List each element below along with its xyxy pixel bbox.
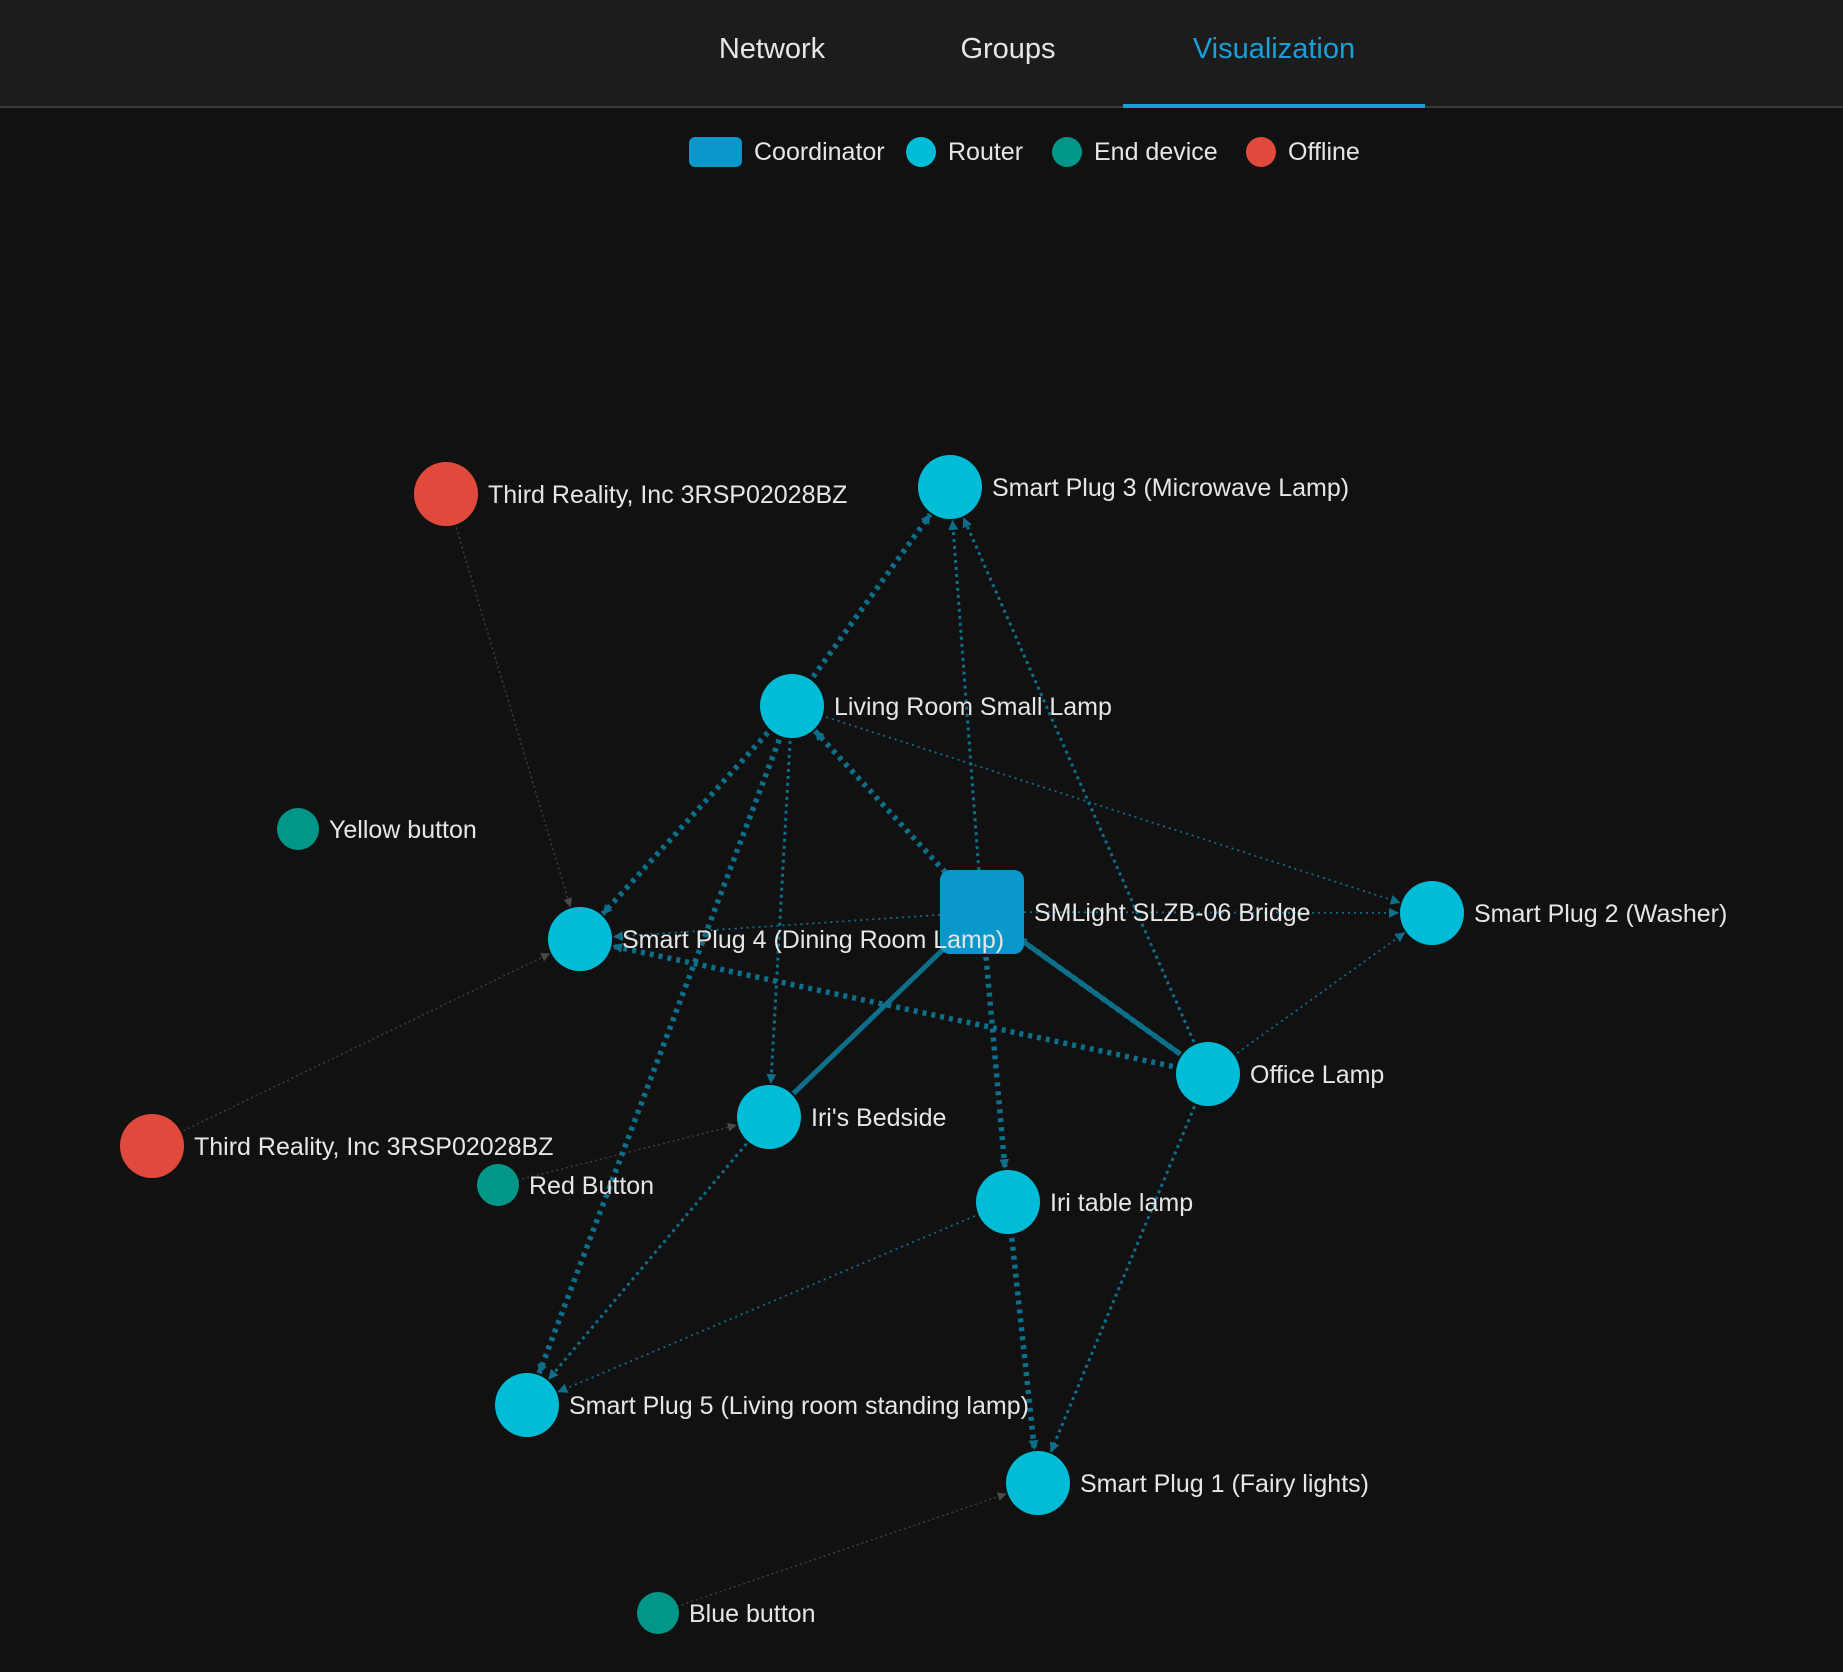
node-sp5[interactable]: Smart Plug 5 (Living room standing lamp) — [495, 1373, 1029, 1437]
link-bridge-to-sp3 — [948, 519, 984, 913]
graph-legend: Coordinator Router End device Offline — [0, 132, 1843, 172]
node-label: Red Button — [529, 1172, 654, 1200]
link-tr2-to-sp4 — [151, 953, 551, 1147]
tab-groups[interactable]: Groups — [960, 33, 1056, 65]
link-lrsl-to-ib — [766, 705, 794, 1085]
link-lrsl-to-sp2 — [791, 705, 1401, 905]
top-nav-bar: Network Groups Visualization — [0, 0, 1843, 108]
link-ol-to-sp1 — [1049, 1073, 1210, 1453]
router-node-icon[interactable] — [737, 1085, 801, 1149]
router-node-icon[interactable] — [1176, 1042, 1240, 1106]
node-tr1[interactable]: Third Reality, Inc 3RSP02028BZ — [414, 462, 847, 526]
router-node-icon[interactable] — [918, 455, 982, 519]
link-ol-to-bridge — [1016, 935, 1210, 1077]
node-sp3[interactable]: Smart Plug 3 (Microwave Lamp) — [918, 455, 1349, 519]
node-label: Smart Plug 3 (Microwave Lamp) — [992, 474, 1349, 502]
node-rb[interactable]: Red Button — [477, 1164, 654, 1206]
router-swatch-icon — [906, 137, 936, 167]
link-itl-to-sp5 — [557, 1201, 1009, 1393]
router-node-icon[interactable] — [548, 907, 612, 971]
router-node-icon[interactable] — [976, 1170, 1040, 1234]
end-device-swatch-icon — [1052, 137, 1082, 167]
link-bridge-to-itl — [979, 911, 1010, 1170]
node-label: Iri table lamp — [1050, 1189, 1193, 1217]
node-label: Yellow button — [329, 816, 477, 844]
node-bridge[interactable]: SMLight SLZB-06 Bridge — [940, 870, 1311, 954]
tab-network[interactable]: Network — [718, 33, 826, 65]
coordinator-swatch-icon — [689, 137, 742, 167]
link-lrsl-to-sp4 — [600, 704, 795, 916]
node-label: Smart Plug 1 (Fairy lights) — [1080, 1470, 1369, 1498]
legend-item-end-device: End device — [1052, 132, 1218, 172]
link-ol-to-sp3 — [962, 517, 1210, 1075]
node-label: Third Reality, Inc 3RSP02028BZ — [488, 481, 847, 509]
node-tr2[interactable]: Third Reality, Inc 3RSP02028BZ — [120, 1114, 553, 1178]
node-ib[interactable]: Iri's Bedside — [737, 1085, 946, 1149]
node-label: SMLight SLZB-06 Bridge — [1034, 899, 1311, 927]
end-device-node-icon[interactable] — [277, 808, 319, 850]
link-bridge-to-sp4 — [612, 911, 983, 942]
node-label: Blue button — [689, 1600, 816, 1628]
link-ib-to-sp5 — [547, 1116, 771, 1380]
router-node-icon[interactable] — [760, 674, 824, 738]
node-label: Smart Plug 2 (Washer) — [1474, 900, 1727, 928]
legend-label: Offline — [1288, 137, 1360, 166]
node-ol[interactable]: Office Lamp — [1176, 1042, 1384, 1106]
node-lrsl[interactable]: Living Room Small Lamp — [760, 674, 1112, 738]
node-label: Third Reality, Inc 3RSP02028BZ — [194, 1133, 553, 1161]
node-label: Smart Plug 5 (Living room standing lamp) — [569, 1392, 1029, 1420]
node-bb[interactable]: Blue button — [637, 1592, 816, 1634]
node-label: Smart Plug 4 (Dining Room Lamp) — [622, 926, 1004, 954]
node-label: Living Room Small Lamp — [834, 693, 1112, 721]
node-label: Iri's Bedside — [811, 1104, 946, 1132]
node-sp1[interactable]: Smart Plug 1 (Fairy lights) — [1006, 1451, 1369, 1515]
offline-swatch-icon — [1246, 137, 1276, 167]
node-label: Office Lamp — [1250, 1061, 1384, 1089]
legend-label: Coordinator — [754, 137, 885, 166]
coordinator-node-icon[interactable] — [940, 870, 1024, 954]
legend-item-coordinator: Coordinator — [689, 132, 885, 172]
node-yb[interactable]: Yellow button — [277, 808, 477, 850]
link-itl-to-sp1 — [1005, 1201, 1039, 1451]
links-layer — [151, 493, 1406, 1614]
nodes-layer: SMLight SLZB-06 Bridge Smart Plug 3 (Micr… — [120, 455, 1727, 1634]
end-device-node-icon[interactable] — [477, 1164, 519, 1206]
legend-item-router: Router — [906, 132, 1023, 172]
node-sp4[interactable]: Smart Plug 4 (Dining Room Lamp) — [548, 907, 1004, 971]
link-rb-to-ib — [497, 1122, 737, 1186]
link-lrsl-to-sp5 — [536, 705, 795, 1375]
offline-node-icon[interactable] — [120, 1114, 184, 1178]
offline-node-icon[interactable] — [414, 462, 478, 526]
link-ol-to-sp4 — [612, 943, 1209, 1077]
link-ol-to-sp2 — [1207, 932, 1406, 1075]
link-lrsl-to-sp3 — [789, 512, 933, 708]
router-node-icon[interactable] — [1006, 1451, 1070, 1515]
router-node-icon[interactable] — [1400, 881, 1464, 945]
tab-visualization[interactable]: Visualization — [1123, 0, 1425, 108]
link-tr1-to-sp4 — [445, 493, 573, 908]
legend-label: End device — [1094, 137, 1218, 166]
node-itl[interactable]: Iri table lamp — [976, 1170, 1193, 1234]
end-device-node-icon[interactable] — [637, 1592, 679, 1634]
legend-label: Router — [948, 137, 1024, 166]
link-bb-to-sp1 — [657, 1492, 1007, 1614]
legend-item-offline: Offline — [1246, 132, 1360, 172]
router-node-icon[interactable] — [495, 1373, 559, 1437]
node-sp2[interactable]: Smart Plug 2 (Washer) — [1400, 881, 1727, 945]
